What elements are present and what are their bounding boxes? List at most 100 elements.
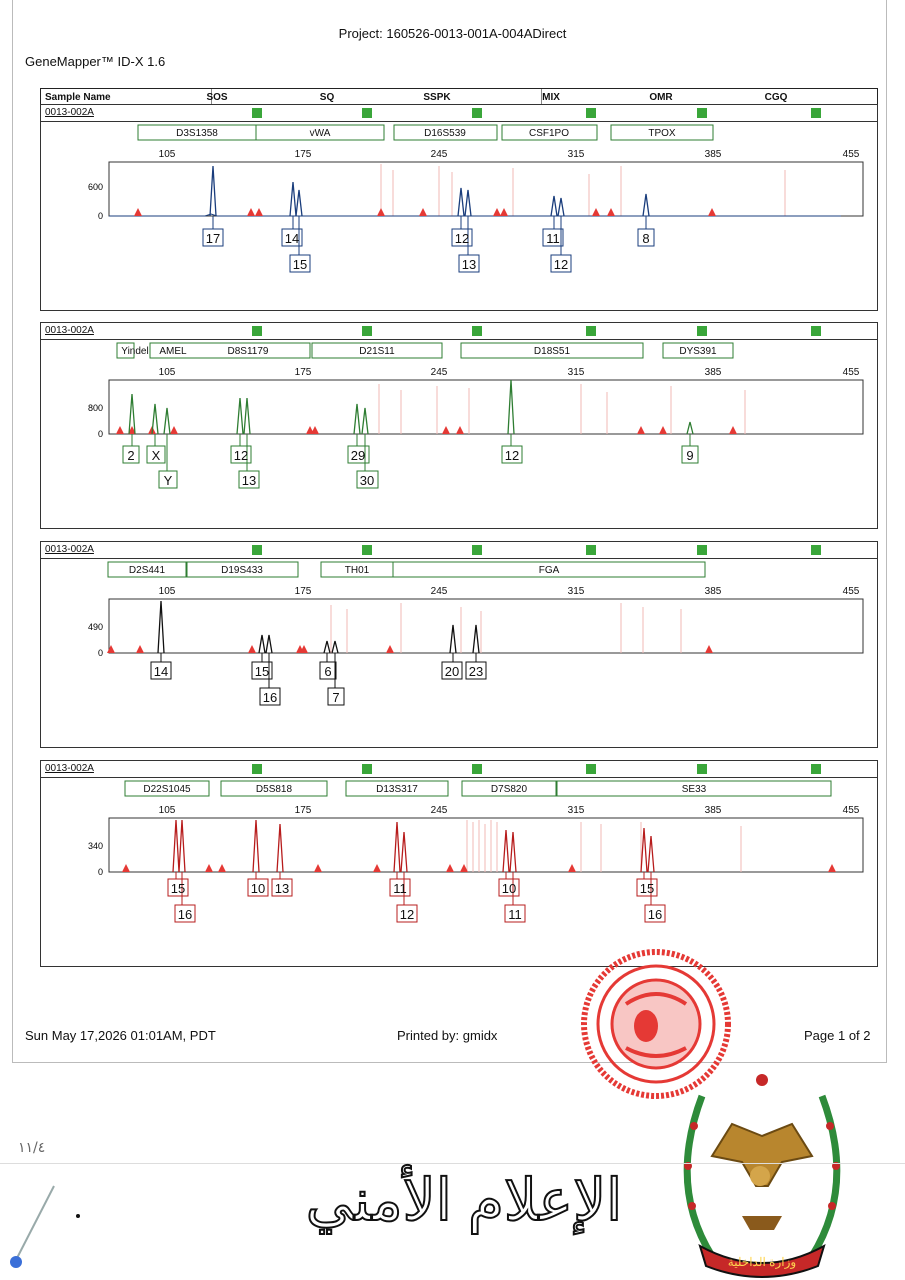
allele-call: 20 [445, 664, 459, 679]
x-tick: 385 [705, 805, 722, 816]
allele-call: 16 [648, 907, 662, 922]
x-tick: 455 [843, 367, 860, 378]
calligraphy-text: الإعلام الأمني [306, 1163, 623, 1235]
divider-line [0, 1163, 905, 1164]
allele-call: 15 [171, 881, 185, 896]
allele-call: 13 [275, 881, 289, 896]
marker-label: vWA [310, 128, 331, 139]
check-indicator [811, 764, 821, 774]
allele-call: 12 [554, 257, 568, 272]
x-tick: 105 [159, 367, 176, 378]
col-sq: SQ [319, 92, 335, 103]
allele-call: X [152, 448, 161, 463]
allele-call: 30 [360, 473, 374, 488]
check-indicator [586, 326, 596, 336]
sample-id: 0013-002A [45, 544, 94, 555]
sample-header-row: Sample Name SOS SQ SSPK MIX OMR CGQ [40, 88, 878, 105]
panel-svg: D22S1045 D5S818 D13S317 D7S820 SE33 105 … [88, 780, 864, 923]
x-tick: 455 [843, 586, 860, 597]
allele-call: Y [164, 473, 173, 488]
x-tick: 385 [705, 586, 722, 597]
plot-frame [108, 817, 864, 873]
col-mix: MIX [542, 92, 560, 103]
marker-label: AMEL [159, 346, 187, 357]
page-number: Page 1 of 2 [804, 1028, 871, 1043]
marker-box [255, 124, 385, 141]
panel-svg: D3S1358 vWA D16S539 CSF1PO TPOX 105 175 … [88, 124, 864, 273]
x-tick: 105 [159, 586, 176, 597]
marker-label: CSF1PO [529, 128, 569, 139]
check-indicator [472, 108, 482, 118]
panel-header: 0013-002A [41, 323, 877, 340]
allele-call: 8 [642, 231, 649, 246]
y-tick: 800 [88, 403, 103, 413]
x-tick: 385 [705, 149, 722, 160]
check-indicator [811, 108, 821, 118]
x-tick: 175 [295, 149, 312, 160]
sample-name-header: Sample Name [45, 92, 111, 103]
allele-call: 7 [332, 690, 339, 705]
allele-call: 10 [502, 881, 516, 896]
sample-id: 0013-002A [45, 325, 94, 336]
y-tick-zero: 0 [98, 648, 103, 658]
plot-frame [108, 379, 864, 435]
y-tick: 340 [88, 841, 103, 851]
x-tick: 105 [159, 805, 176, 816]
y-tick-zero: 0 [98, 429, 103, 439]
check-indicator [252, 326, 262, 336]
allele-call: 2 [127, 448, 134, 463]
col-sspk: SSPK [423, 92, 451, 103]
marker-label: D19S433 [221, 565, 263, 576]
marker-label: D7S820 [491, 784, 528, 795]
check-indicator [252, 764, 262, 774]
allele-call: 6 [324, 664, 331, 679]
x-tick: 315 [568, 149, 585, 160]
x-tick: 245 [431, 586, 448, 597]
y-tick-zero: 0 [98, 867, 103, 877]
allele-call: 11 [546, 231, 560, 246]
marker-label: D21S11 [359, 346, 395, 357]
allele-call: 10 [251, 881, 265, 896]
marker-label: D5S818 [256, 784, 293, 795]
allele-call: 12 [505, 448, 519, 463]
panel-svg: D2S441 D19S433 TH01 FGA 105 175 245 315 … [88, 561, 864, 706]
panel-svg: Yindel AMEL D8S1179 D21S11 D18S51 DYS391… [88, 342, 864, 489]
allele-call: 11 [393, 881, 407, 896]
check-indicator [811, 545, 821, 555]
check-indicator [697, 326, 707, 336]
x-tick: 455 [843, 149, 860, 160]
check-indicator [586, 108, 596, 118]
emblem-caption: وزارة الداخلية [728, 1255, 796, 1269]
check-indicator [252, 108, 262, 118]
security-media-logo-icon: الإعلام الأمني [305, 1162, 624, 1236]
check-indicator [472, 326, 482, 336]
y-tick: 600 [88, 182, 103, 192]
allele-call: 12 [400, 907, 414, 922]
marker-label: TPOX [648, 128, 676, 139]
plot-frame [108, 598, 864, 654]
col-omr: OMR [649, 92, 673, 103]
printed-by: Printed by: gmidx [397, 1028, 498, 1043]
allele-call: 12 [455, 231, 469, 246]
x-tick: 175 [295, 805, 312, 816]
x-tick: 245 [431, 149, 448, 160]
software-name: GeneMapper™ ID-X 1.6 [25, 54, 166, 69]
ministry-emblem-icon: وزارة الداخلية [683, 1074, 841, 1278]
allele-call: 14 [285, 231, 299, 246]
check-indicator [472, 545, 482, 555]
allele-call: 23 [469, 664, 483, 679]
allele-call: 15 [255, 664, 269, 679]
check-indicator [362, 764, 372, 774]
check-indicator [362, 108, 372, 118]
marker-label: Yindel [121, 346, 148, 357]
print-date: Sun May 17,2026 01:01AM, PDT [25, 1028, 216, 1043]
marker-label: D13S317 [376, 784, 418, 795]
x-tick: 245 [431, 367, 448, 378]
x-tick: 385 [705, 367, 722, 378]
x-tick: 315 [568, 367, 585, 378]
electropherogram-panel-blue: 0013-002A D3S1358 vWA D16S539 CSF1PO TPO… [40, 104, 878, 311]
official-stamp-icon [581, 949, 731, 1099]
col-cgq: CGQ [764, 92, 788, 103]
x-tick: 105 [159, 149, 176, 160]
allele-call: 16 [178, 907, 192, 922]
